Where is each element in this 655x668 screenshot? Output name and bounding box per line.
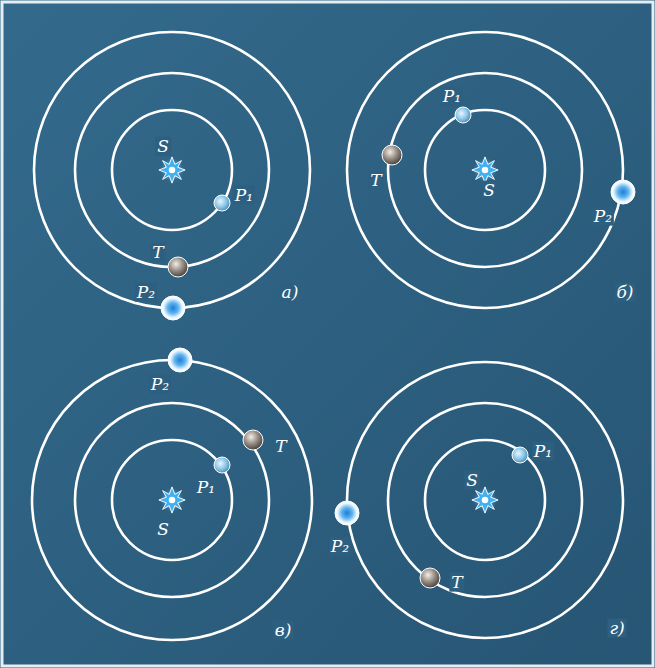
planet-label: P₁ [233, 186, 255, 205]
planet-label: P₁ [532, 442, 554, 461]
planet-label: P₂ [329, 537, 351, 556]
panel-letter: в) [273, 621, 294, 640]
planet-label: T [273, 437, 288, 456]
star-label: S [155, 137, 171, 156]
planet-label: P₂ [149, 375, 171, 394]
planet-label: P₁ [195, 478, 217, 497]
star-label: S [155, 520, 171, 539]
star-label: S [464, 471, 480, 490]
planet-label: T [150, 243, 165, 262]
panel-letter: г) [607, 619, 626, 638]
planet-label: P₂ [135, 283, 157, 302]
planet-label: T [449, 573, 464, 592]
planet-label: T [368, 171, 383, 190]
panel-letter: б) [614, 283, 635, 302]
panel-letter: а) [280, 283, 301, 302]
planet-label: P₂ [592, 207, 614, 226]
star-label: S [481, 181, 497, 200]
planet-label: P₁ [441, 87, 463, 106]
